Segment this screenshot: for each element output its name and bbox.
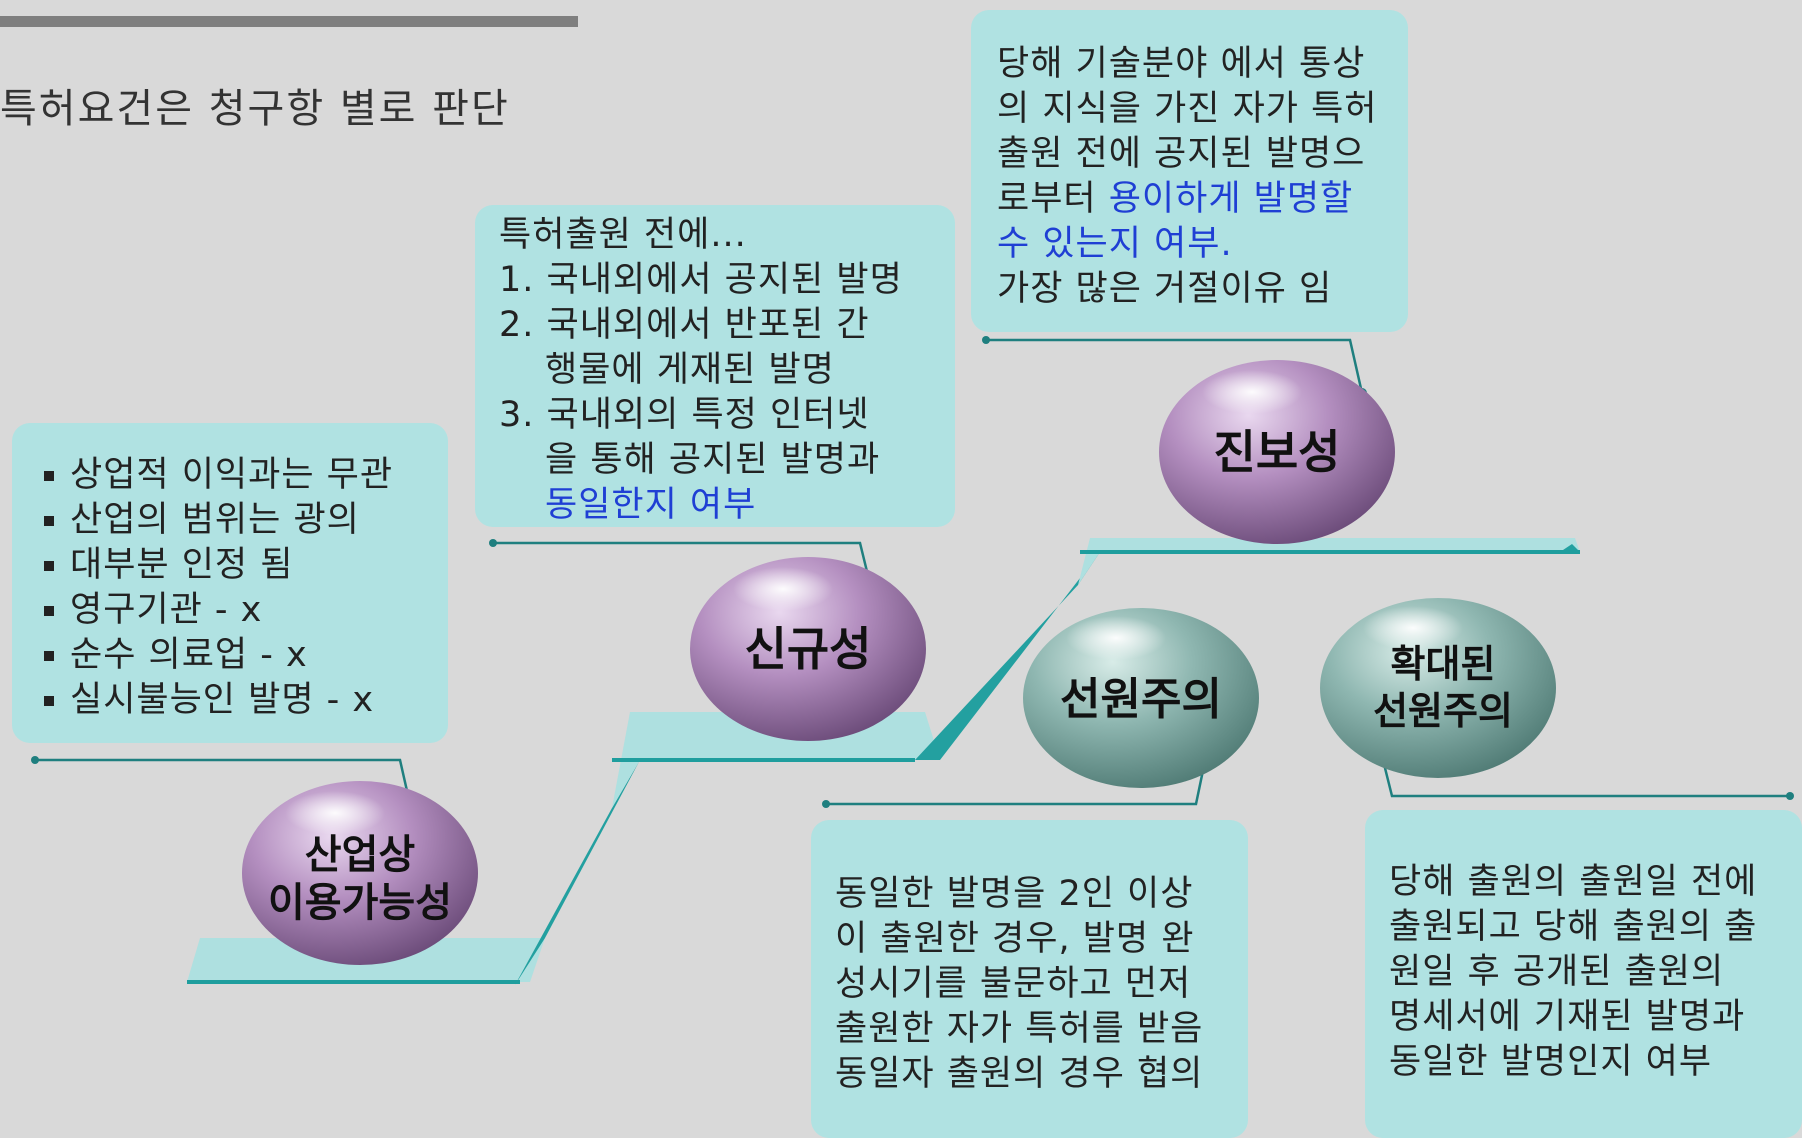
extended-line: 출원되고 당해 출원의 출 <box>1389 907 1758 947</box>
inventive-highlight: 수 있는지 여부. <box>997 224 1233 264</box>
bullet-item: 대부분 인정 됨 <box>38 543 448 588</box>
ball-first-to-file: 선원주의 <box>1023 608 1259 788</box>
inventive-line: 의 지식을 가진 자가 특허 <box>997 89 1378 129</box>
extended-line: 명세서에 기재된 발명과 <box>1389 997 1746 1037</box>
page-heading: 특허요건은 청구항 별로 판단 <box>0 86 510 132</box>
novelty-item-3: 3. 국내외의 특정 인터넷 <box>499 395 870 435</box>
bullet-item: 상업적 이익과는 무관 <box>38 453 448 498</box>
title-underline <box>0 16 578 27</box>
first-to-file-line: 동일한 발명을 2인 이상 <box>835 874 1194 914</box>
first-to-file-line: 성시기를 불문하고 먼저 <box>835 964 1192 1004</box>
novelty-item-1: 1. 국내외에서 공지된 발명 <box>499 260 903 300</box>
staircase-steps <box>187 538 1580 985</box>
ball-industrial-label-1: 산업상 <box>305 832 416 878</box>
callout-first-to-file: 동일한 발명을 2인 이상 이 출원한 경우, 발명 완 성시기를 불문하고 먼… <box>811 820 1248 1138</box>
inventive-line: 출원 전에 공지된 발명으 <box>997 134 1366 174</box>
first-to-file-line: 출원한 자가 특허를 받음 <box>835 1009 1204 1049</box>
novelty-item-2-cont: 행물에 게재된 발명 <box>545 350 835 390</box>
bullet-item: 순수 의료업 - x <box>38 633 448 678</box>
ball-extended: 확대된 선원주의 <box>1320 598 1556 778</box>
callout-novelty: 특허출원 전에... 1. 국내외에서 공지된 발명 2. 국내외에서 반포된 … <box>475 205 955 527</box>
first-to-file-line: 이 출원한 경우, 발명 완 <box>835 919 1195 959</box>
novelty-intro: 특허출원 전에... <box>499 215 747 255</box>
extended-line: 당해 출원의 출원일 전에 <box>1389 862 1758 902</box>
ball-extended-label-1: 확대된 <box>1391 642 1496 686</box>
inventive-line: 당해 기술분야 에서 통상 <box>997 44 1366 84</box>
bullet-item: 산업의 범위는 광의 <box>38 498 448 543</box>
ball-industrial-label-2: 이용가능성 <box>268 880 452 926</box>
inventive-line-plain: 로부터 <box>997 179 1109 219</box>
extended-line: 동일한 발명인지 여부 <box>1389 1042 1713 1082</box>
ball-industrial: 산업상 이용가능성 <box>242 781 478 965</box>
bullet-item: 실시불능인 발명 - x <box>38 678 448 723</box>
callout-extended-first-to-file: 당해 출원의 출원일 전에 출원되고 당해 출원의 출 원일 후 공개된 출원의… <box>1365 810 1802 1138</box>
bullet-item: 영구기관 - x <box>38 588 448 633</box>
first-to-file-line: 동일자 출원의 경우 협의 <box>835 1054 1204 1094</box>
inventive-line: 로부터 용이하게 발명할 <box>997 177 1408 222</box>
inventive-highlight: 용이하게 발명할 <box>1108 179 1354 219</box>
novelty-item-2: 2. 국내외에서 반포된 간 <box>499 305 870 345</box>
ball-first-to-file-label: 선원주의 <box>1060 674 1222 725</box>
ball-extended-label-2: 선원주의 <box>1373 689 1513 733</box>
novelty-item-3-cont: 을 통해 공지된 발명과 <box>545 440 881 480</box>
ball-novelty-label: 신규성 <box>745 622 872 676</box>
inventive-line: 가장 많은 거절이유 임 <box>997 269 1333 309</box>
callout-inventive: 당해 기술분야 에서 통상 의 지식을 가진 자가 특허 출원 전에 공지된 발… <box>971 10 1408 332</box>
ball-inventive-label: 진보성 <box>1214 425 1341 479</box>
ball-inventive: 진보성 <box>1159 360 1395 544</box>
extended-line: 원일 후 공개된 출원의 <box>1389 952 1725 992</box>
ball-novelty: 신규성 <box>690 557 926 741</box>
novelty-highlight: 동일한지 여부 <box>545 485 757 525</box>
callout-industrial: 상업적 이익과는 무관 산업의 범위는 광의 대부분 인정 됨 영구기관 - x… <box>12 423 448 743</box>
